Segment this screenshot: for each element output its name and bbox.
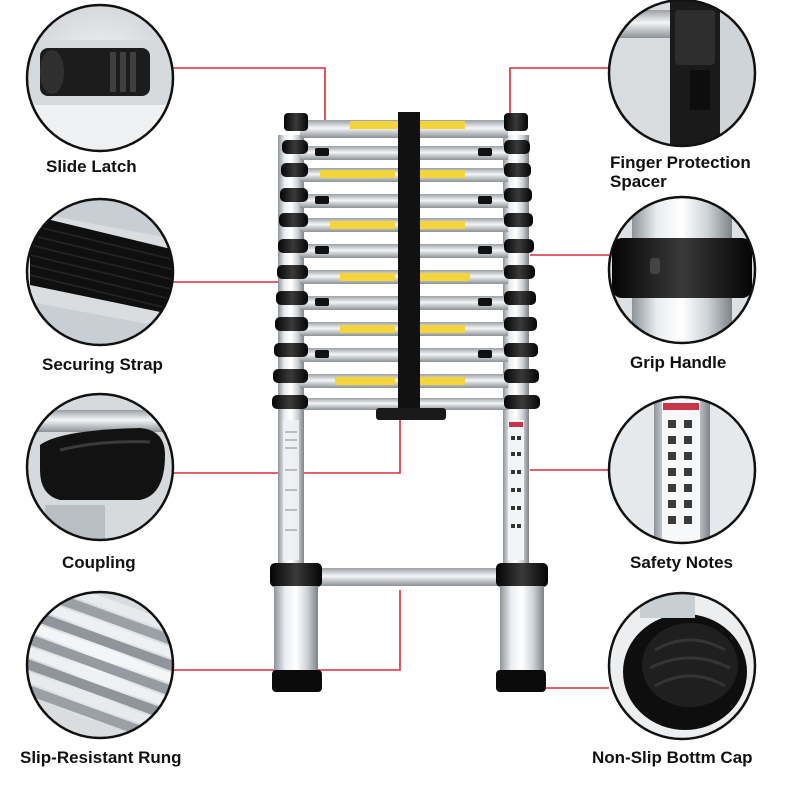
label-securing-strap: Securing Strap: [42, 355, 163, 374]
detail-securing-strap: [25, 197, 175, 347]
label-finger-protection-line2: Spacer: [610, 172, 667, 191]
foot-cap-right: [496, 670, 546, 692]
callout-lines: [173, 67, 609, 689]
callout-coupling: [173, 415, 401, 474]
detail-bottom-cap: [607, 591, 757, 741]
detail-coupling: [25, 392, 175, 542]
label-coupling: Coupling: [62, 553, 136, 572]
foot-cap-left: [272, 670, 322, 692]
label-finger-protection-line1: Finger Protection: [610, 153, 751, 172]
finger-spacers-right: [504, 113, 540, 409]
label-slip-resistant-rung: Slip-Resistant Rung: [20, 748, 182, 767]
detail-slide-latch: [25, 3, 175, 153]
securing-strap: [398, 112, 420, 412]
callout-rung: [173, 590, 401, 671]
callout-finger-spacer: [509, 67, 609, 128]
label-finger-protection: Finger Protection Spacer: [610, 153, 751, 191]
strap-handle: [376, 408, 446, 420]
detail-grip-handle: [607, 195, 757, 345]
finger-spacers-left: [272, 113, 308, 409]
callout-slide-latch: [173, 67, 326, 130]
telescopic-ladder: [270, 112, 548, 692]
label-slide-latch: Slide Latch: [46, 157, 137, 176]
detail-finger-spacer: [607, 0, 757, 148]
detail-safety-notes: [607, 395, 757, 545]
label-non-slip-bottom-cap: Non-Slip Bottm Cap: [592, 748, 753, 767]
label-safety-notes: Safety Notes: [630, 553, 733, 572]
label-grip-handle: Grip Handle: [630, 353, 727, 372]
